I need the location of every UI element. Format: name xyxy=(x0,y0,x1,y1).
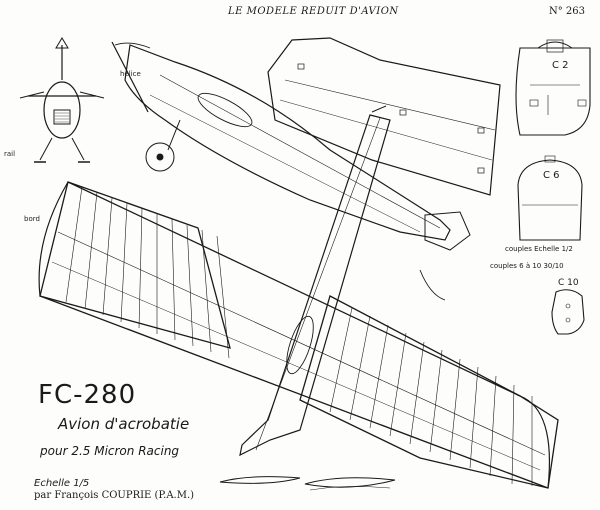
fuselage-side-view xyxy=(111,41,471,301)
model-description: Avion d'acrobatie xyxy=(58,415,190,433)
bulkhead-c6 xyxy=(517,155,583,241)
bulkhead-c10 xyxy=(551,289,585,335)
page-number: N° 263 xyxy=(549,6,586,17)
bulkhead-couples-note: couples 6 à 10 30/10 xyxy=(490,262,564,270)
rib-profiles xyxy=(219,476,396,491)
scale-label: Echelle 1/5 xyxy=(34,478,90,489)
front-view xyxy=(19,37,105,163)
c2-label: C 2 xyxy=(552,60,569,71)
magazine-title: LE MODELE REDUIT D'AVION xyxy=(228,6,399,17)
author-line: par François COUPRIE (P.A.M.) xyxy=(34,490,195,501)
engine-line: pour 2.5 Micron Racing xyxy=(40,444,180,458)
annotation-bord: bord xyxy=(24,215,40,223)
annotation-rail: rail xyxy=(4,150,16,158)
fuselage-top-view xyxy=(239,105,391,457)
c10-label: C 10 xyxy=(558,278,579,288)
c6-label: C 6 xyxy=(543,170,560,181)
annotation-helice: helice xyxy=(120,70,141,78)
bulkhead-c2 xyxy=(515,39,591,136)
bulkhead-scale-note: couples Echelle 1/2 xyxy=(505,245,573,253)
model-name: FC-280 xyxy=(38,380,137,410)
main-wing xyxy=(38,181,559,489)
stabilizer xyxy=(267,37,501,196)
